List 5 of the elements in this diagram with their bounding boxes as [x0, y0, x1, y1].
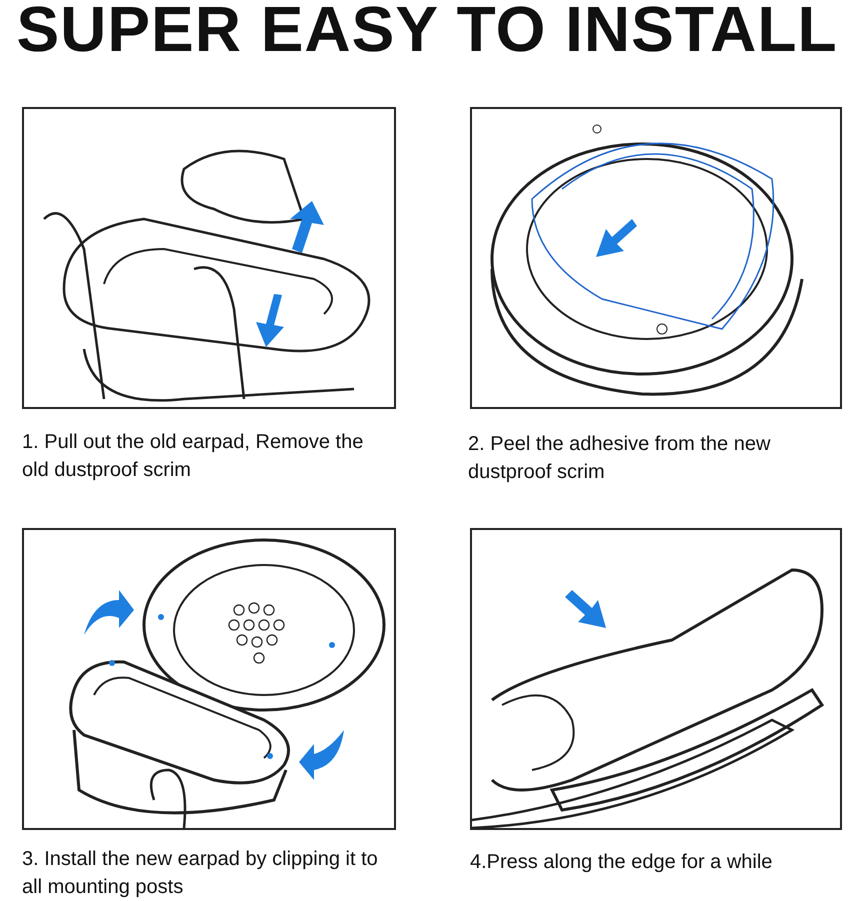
step-caption: 3. Install the new earpad by clipping it to all mounting posts: [22, 847, 379, 900]
step-caption: 2. Peel the adhesive from the new dustproof scrim: [468, 432, 772, 485]
title: SUPER EASY TO INSTALL: [15, 0, 839, 66]
step-caption: 4.Press along the edge for a while: [470, 850, 774, 875]
step-caption: 1. Pull out the old earpad, Remove the old dustproof scrim: [22, 430, 364, 483]
